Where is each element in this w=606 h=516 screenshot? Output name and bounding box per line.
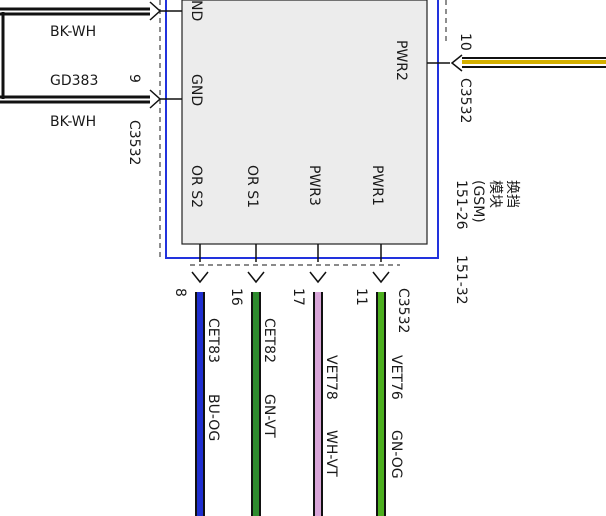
left-wire-top-color: BK-WH xyxy=(50,24,96,40)
right-wire xyxy=(427,54,606,72)
bottom-pin-label-2: OR S1 xyxy=(244,165,260,208)
left-wire-bottom xyxy=(0,89,182,109)
right-pin-number: 10 xyxy=(457,33,473,51)
left-bottom-pin-label: GND xyxy=(188,74,204,106)
right-pin-label: PWR2 xyxy=(393,40,409,81)
left-wire-top xyxy=(0,1,182,21)
module-ref-outer: 151-32 xyxy=(453,255,469,305)
bottom-color-code-1: BU-OG xyxy=(205,394,221,441)
bottom-wire-2 xyxy=(247,244,265,516)
module-ref-inner: 151-26 xyxy=(453,180,469,230)
right-connector: C3532 xyxy=(457,78,473,123)
module-name-2: 模块 xyxy=(487,180,503,208)
left-wire-bottom-circuit: GD383 xyxy=(50,73,98,89)
bottom-pin-number-3: 17 xyxy=(290,288,306,306)
bottom-pin-label-3: PWR3 xyxy=(306,165,322,206)
bottom-pin-number-4: 11 xyxy=(353,288,369,306)
bottom-wire-1 xyxy=(191,244,209,516)
bottom-pin-number-1: 8 xyxy=(172,288,188,297)
bottom-pin-number-2: 16 xyxy=(228,288,244,306)
left-wire-bottom-color: BK-WH xyxy=(50,114,96,130)
bottom-pin-label-1: OR S2 xyxy=(188,165,204,208)
left-top-pin-label: ND xyxy=(188,0,204,21)
left-bottom-connector: C3532 xyxy=(126,120,142,165)
module-name-1: 换挡 xyxy=(504,180,521,208)
bottom-color-code-3: WH-VT xyxy=(323,430,339,477)
bottom-color-code-4: GN-OG xyxy=(388,430,404,479)
module-harness-boundary xyxy=(165,0,439,259)
bottom-circuit-2: CET82 xyxy=(261,318,277,363)
bottom-connector: C3532 xyxy=(395,288,411,333)
left-bottom-pin-number: 9 xyxy=(126,74,142,83)
bottom-circuit-1: CET83 xyxy=(205,318,221,363)
module-body xyxy=(181,0,428,245)
bottom-circuit-4: VET76 xyxy=(388,355,404,400)
bottom-color-code-2: GN-VT xyxy=(261,394,277,438)
bottom-circuit-3: VET78 xyxy=(323,355,339,400)
bottom-wire-4 xyxy=(372,244,390,516)
bottom-wire-3 xyxy=(309,244,327,516)
module-name-3: (GSM) xyxy=(470,180,486,223)
bottom-pin-label-4: PWR1 xyxy=(369,165,385,206)
